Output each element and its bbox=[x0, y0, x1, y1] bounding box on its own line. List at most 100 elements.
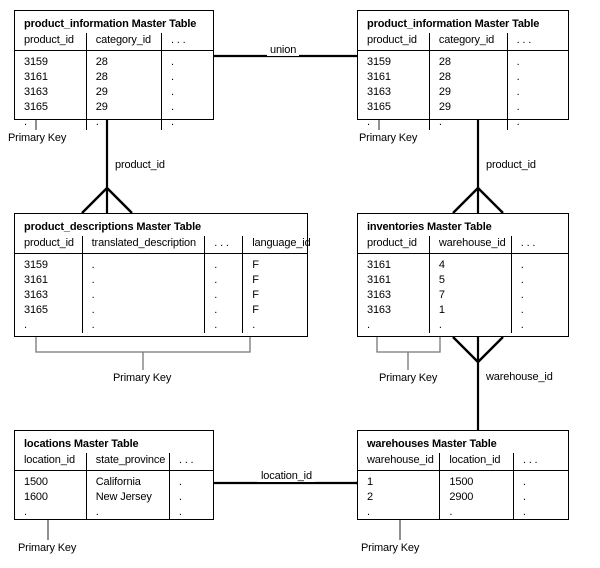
table-row: . . . bbox=[358, 318, 568, 333]
table-inventories: inventories Master Table product_id ware… bbox=[357, 213, 569, 337]
table-row: 3163 1 . bbox=[358, 303, 568, 318]
table-product-information-right: product_information Master Table product… bbox=[357, 10, 569, 130]
cell: . bbox=[512, 490, 568, 505]
table-grid: product_id warehouse_id . . . 3161 4 . 3… bbox=[358, 236, 568, 333]
table-row: 1 1500 . bbox=[358, 470, 568, 490]
cell: 7 bbox=[428, 288, 512, 303]
cell: . bbox=[168, 470, 213, 490]
cell: 3161 bbox=[24, 274, 48, 286]
column-header: . . . bbox=[168, 453, 213, 471]
table-title: inventories Master Table bbox=[367, 221, 492, 233]
column-header: product_id bbox=[15, 236, 83, 254]
cell: 3163 bbox=[367, 304, 391, 316]
table-row: 3163 29 . bbox=[15, 85, 213, 100]
primary-key-label-product-descriptions: Primary Key bbox=[113, 372, 172, 384]
column-header: product_id bbox=[15, 33, 87, 51]
cell: F bbox=[242, 303, 307, 318]
cell: . bbox=[81, 288, 205, 303]
column-header: warehouse_id bbox=[358, 453, 440, 471]
table-warehouses: warehouses Master Table warehouse_id loc… bbox=[357, 430, 569, 520]
relationship-label-product-id-right: product_id bbox=[483, 159, 539, 171]
cell: F bbox=[242, 273, 307, 288]
table-title: locations Master Table bbox=[24, 438, 139, 450]
cell: 29 bbox=[85, 100, 162, 115]
cell: 3159 bbox=[24, 56, 48, 68]
cell: 3159 bbox=[367, 56, 391, 68]
table-row: 1600 New Jersey . bbox=[15, 490, 213, 505]
cell: 3165 bbox=[24, 101, 48, 113]
column-header: translated_description bbox=[81, 236, 205, 254]
cell: 3165 bbox=[24, 304, 48, 316]
cell: 1 bbox=[428, 303, 512, 318]
cell: . bbox=[506, 85, 568, 100]
column-header: product_id bbox=[358, 236, 430, 254]
cell: . bbox=[161, 115, 213, 130]
table-title: product_information Master Table bbox=[24, 18, 197, 30]
table-header-row: product_id warehouse_id . . . bbox=[358, 236, 568, 254]
column-header: warehouse_id bbox=[428, 236, 512, 254]
table-product-descriptions: product_descriptions Master Table produc… bbox=[14, 213, 311, 337]
table-row: 3161 . . F bbox=[15, 273, 307, 288]
cell: . bbox=[510, 288, 568, 303]
table-row: . . . bbox=[358, 505, 568, 520]
table-title: product_information Master Table bbox=[367, 18, 540, 30]
cell: . bbox=[512, 505, 568, 520]
table-row: 3163 29 . bbox=[358, 85, 568, 100]
cell: . bbox=[168, 505, 213, 520]
cell: 3165 bbox=[367, 101, 391, 113]
cell: 3163 bbox=[24, 86, 48, 98]
cell: . bbox=[81, 273, 205, 288]
table-row: 3163 . . F bbox=[15, 288, 307, 303]
table-header-row: product_id category_id . . . bbox=[358, 33, 568, 51]
cell: 3163 bbox=[24, 289, 48, 301]
cell: . bbox=[161, 85, 213, 100]
cell: . bbox=[24, 319, 27, 331]
cell: . bbox=[204, 288, 243, 303]
cell: 3161 bbox=[24, 71, 48, 83]
cell: 2900 bbox=[439, 490, 514, 505]
cell: 1500 bbox=[439, 470, 514, 490]
column-header: product_id bbox=[358, 33, 430, 51]
table-title: product_descriptions Master Table bbox=[24, 221, 201, 233]
cell: . bbox=[24, 506, 27, 518]
cell: . bbox=[81, 318, 205, 333]
primary-key-label-pi-right: Primary Key bbox=[359, 132, 418, 144]
cell: . bbox=[81, 303, 205, 318]
primary-key-label-inventories: Primary Key bbox=[379, 372, 438, 384]
table-grid: product_id category_id . . . 3159 28 . 3… bbox=[358, 33, 568, 130]
cell: 3163 bbox=[367, 289, 391, 301]
relationship-label-union: union bbox=[267, 44, 300, 56]
relationship-label-product-id-left: product_id bbox=[112, 159, 168, 171]
cell: 1600 bbox=[24, 491, 48, 503]
table-row: 3159 28 . bbox=[358, 50, 568, 70]
cell: 29 bbox=[428, 85, 508, 100]
table-title: warehouses Master Table bbox=[367, 438, 497, 450]
cell: . bbox=[81, 253, 205, 273]
table-row: 3159 28 . bbox=[15, 50, 213, 70]
cell: . bbox=[85, 505, 170, 520]
column-header: language_id bbox=[242, 236, 311, 254]
table-row: 3161 28 . bbox=[15, 70, 213, 85]
cell: . bbox=[510, 318, 568, 333]
cell: 3161 bbox=[367, 259, 391, 271]
cell: New Jersey bbox=[85, 490, 170, 505]
table-row: 1500 California . bbox=[15, 470, 213, 490]
cell: 28 bbox=[428, 70, 508, 85]
table-row: 3161 5 . bbox=[358, 273, 568, 288]
table-grid: warehouse_id location_id . . . 1 1500 . … bbox=[358, 453, 568, 520]
cell: 3163 bbox=[367, 86, 391, 98]
cell: F bbox=[242, 288, 307, 303]
column-header: state_province bbox=[85, 453, 170, 471]
cell: . bbox=[506, 115, 568, 130]
cell: . bbox=[161, 70, 213, 85]
table-grid: product_id category_id . . . 3159 28 . 3… bbox=[15, 33, 213, 130]
table-row: 2 2900 . bbox=[358, 490, 568, 505]
cell: . bbox=[204, 273, 243, 288]
cell: California bbox=[85, 470, 170, 490]
cell: . bbox=[510, 303, 568, 318]
primary-key-label-pi-left: Primary Key bbox=[8, 132, 67, 144]
table-row: . . . . bbox=[15, 318, 307, 333]
crowsfoot-left-product-id bbox=[81, 186, 133, 214]
